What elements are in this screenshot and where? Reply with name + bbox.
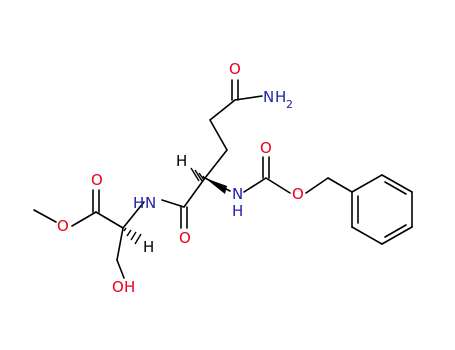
atom-carbamate-nitrogen: N — [232, 185, 243, 203]
bond-side-chain-3 — [204, 149, 228, 179]
bond-o-methyl — [33, 209, 57, 223]
bond-ser-ch2 — [116, 227, 124, 261]
atom-carbamate-n-hydrogen: H — [232, 202, 243, 220]
bond-alpha-to-co — [183, 177, 206, 208]
bond-cbz-n-to-c — [243, 177, 267, 193]
atom-carbamate-oxygen-top: O — [260, 139, 272, 157]
atom-ester-methoxy-oxygen: O — [57, 217, 69, 235]
bond-ring-1 — [351, 174, 383, 193]
atom-hydroxyl-hydrogen: H — [124, 278, 135, 296]
bond-ch2-oh — [116, 259, 125, 279]
hash-bond-ser-h — [123, 227, 142, 245]
stereo-bonds — [123, 167, 227, 245]
bond-amide-cn — [234, 95, 263, 101]
atom-carbamate-ester-oxygen: O — [292, 185, 304, 203]
atom-amide-h2-subscript: 2 — [286, 98, 293, 111]
bond-side-chain-1 — [209, 99, 236, 121]
atom-hydroxyl-oxygen: O — [112, 278, 124, 296]
atom-amide-hydrogen: H — [275, 88, 286, 106]
bond-ester-o-ch2 — [305, 177, 329, 194]
bond-carbamate-c-o — [265, 177, 291, 194]
bond-side-chain-2 — [209, 119, 228, 151]
atom-alpha-hydrogen: H — [176, 152, 187, 170]
bond-ser-to-ester-c — [95, 211, 124, 229]
atom-serine-hydrogen: H — [143, 238, 154, 256]
atom-ester-oxygen-top: O — [91, 171, 103, 189]
bond-ch2-phenyl — [327, 177, 353, 193]
atom-peptide-oxygen: O — [179, 229, 191, 247]
bond-ring-inner-2 — [384, 224, 407, 238]
hash-bond-alpha-h — [190, 167, 206, 182]
bond-ring-inner-1 — [384, 181, 407, 195]
bond-ester-c-o — [71, 211, 97, 227]
atom-amide-nitrogen: N — [263, 88, 274, 106]
atom-peptide-nitrogen: N — [145, 194, 156, 212]
atom-amide-oxygen: O — [229, 60, 241, 78]
wedge-bond-alpha-n — [205, 178, 227, 194]
bond-lines — [33, 79, 413, 279]
bond-ring-5 — [351, 226, 383, 245]
bond-c-to-peptide-n — [161, 199, 185, 208]
bond-ring-2 — [381, 174, 413, 193]
bond-peptide-n-to-ser — [122, 201, 145, 229]
bond-ring-4 — [381, 226, 413, 245]
atom-peptide-n-hydrogen: H — [133, 194, 144, 212]
